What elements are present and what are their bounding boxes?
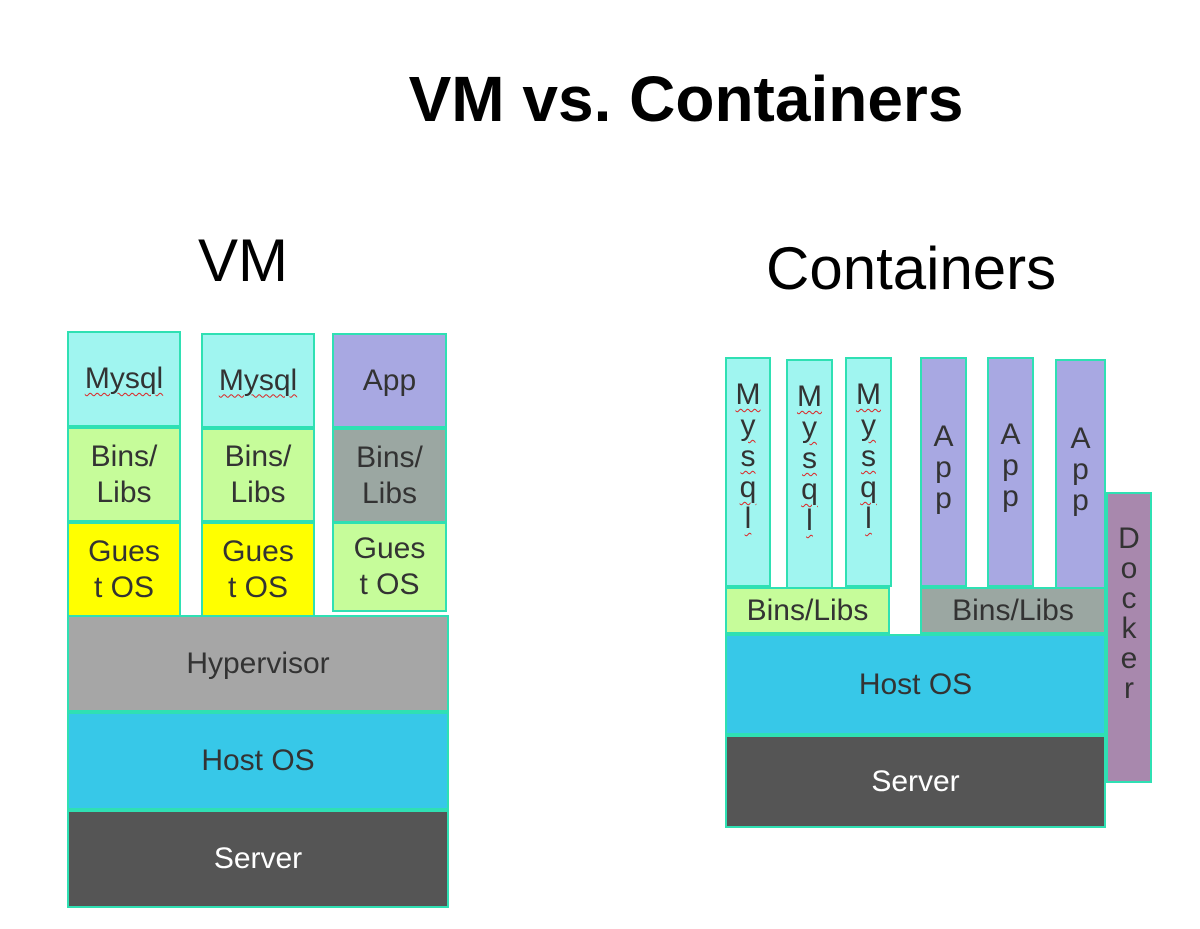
app-letter: p [1072, 453, 1089, 486]
vm-server: Server [67, 810, 449, 908]
mysql-letter: y [740, 409, 756, 442]
mysql-letter: l [865, 502, 872, 535]
vm-guest-os-label-2: Gues t OS [222, 534, 294, 604]
app-letter: p [1072, 484, 1089, 517]
mysql-letter: q [801, 473, 818, 506]
vm-guest-os-label-1: Gues t OS [88, 534, 160, 604]
vm-mysql-label-1: Mysql [84, 362, 164, 395]
container-app-1: A p p [920, 357, 967, 587]
vm-host-os-label: Host OS [201, 744, 315, 777]
vm-app-label: App [362, 363, 417, 397]
docker-bar: D o c k e r [1106, 492, 1152, 783]
docker-letter: k [1121, 612, 1137, 645]
docker-letter: e [1120, 642, 1138, 675]
mysql-letter: y [861, 409, 876, 442]
container-bins-libs-1: Bins/Libs [725, 587, 890, 634]
vm-bins-libs-3: Bins/ Libs [332, 428, 447, 523]
container-host-os: Host OS [725, 634, 1106, 735]
vm-guest-os-label-3: Gues t OS [353, 532, 426, 601]
container-mysql-1: M y s q l [725, 357, 771, 587]
vm-hypervisor: Hypervisor [67, 615, 449, 712]
container-bins-libs-label-2: Bins/Libs [952, 593, 1074, 627]
vm-bins-libs-1: Bins/ Libs [67, 427, 181, 522]
vm-bins-libs-2: Bins/ Libs [201, 428, 315, 522]
container-mysql-3: M y s q l [845, 357, 892, 587]
app-letter: p [935, 482, 952, 515]
vm-guest-os-2: Gues t OS [201, 522, 315, 617]
container-mysql-2: M y s q l [786, 359, 833, 589]
app-letter: A [1000, 418, 1021, 451]
vm-guest-os-3: Gues t OS [332, 522, 447, 612]
vm-bins-libs-label-3: Bins/ Libs [356, 440, 423, 510]
docker-letter: D [1118, 522, 1140, 555]
container-bins-libs-label-1: Bins/Libs [746, 593, 869, 627]
container-server: Server [725, 735, 1106, 828]
container-server-label: Server [871, 764, 960, 798]
mysql-letter: M [797, 380, 822, 413]
container-host-os-label: Host OS [858, 667, 973, 701]
vm-guest-os-1: Gues t OS [67, 522, 181, 617]
docker-letter: r [1124, 672, 1134, 705]
app-letter: p [1002, 449, 1019, 482]
mysql-letter: M [856, 378, 881, 411]
vm-heading: VM [198, 227, 288, 294]
mysql-letter: y [802, 411, 817, 444]
vm-mysql-app-1: Mysql [67, 331, 181, 427]
container-app-3: A p p [1055, 359, 1106, 589]
vm-bins-libs-label-2: Bins/ Libs [224, 440, 292, 509]
mysql-letter: M [735, 378, 761, 411]
container-app-2: A p p [987, 357, 1034, 587]
mysql-letter: q [739, 471, 757, 504]
mysql-letter: s [861, 440, 876, 473]
docker-letter: c [1121, 582, 1137, 615]
mysql-letter: q [860, 471, 877, 504]
containers-heading: Containers [766, 235, 1057, 302]
vm-server-label: Server [213, 842, 303, 875]
mysql-letter: l [806, 504, 813, 537]
vm-app-box: App [332, 333, 447, 428]
mysql-letter: l [744, 502, 752, 535]
mysql-letter: s [802, 442, 817, 475]
app-letter: p [935, 451, 952, 484]
docker-letter: o [1120, 552, 1138, 585]
vm-host-os: Host OS [67, 712, 449, 810]
diagram-title: VM vs. Containers [408, 63, 964, 135]
vm-bins-libs-label-1: Bins/ Libs [90, 439, 158, 509]
app-letter: p [1002, 480, 1019, 513]
vm-mysql-app-2: Mysql [201, 333, 315, 428]
app-letter: A [933, 420, 954, 453]
app-letter: A [1070, 422, 1091, 455]
vm-mysql-label-2: Mysql [218, 363, 298, 397]
mysql-letter: s [740, 440, 756, 473]
container-bins-libs-2: Bins/Libs [920, 587, 1106, 634]
vm-hypervisor-label: Hypervisor [186, 646, 330, 680]
